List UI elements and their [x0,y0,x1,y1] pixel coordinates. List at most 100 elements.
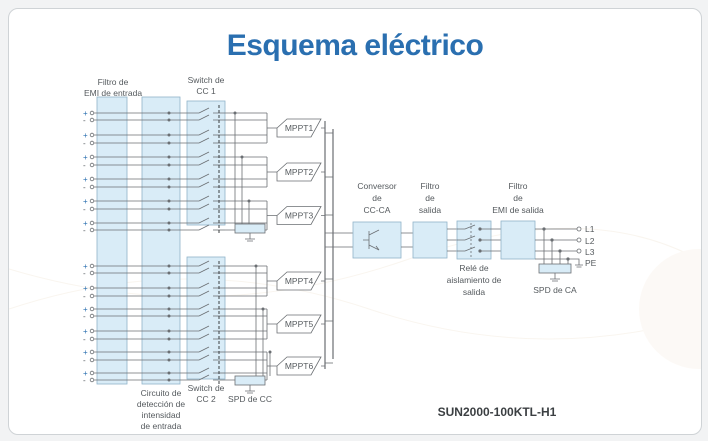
junction-dot [167,350,171,354]
switch-contact [198,260,210,267]
mppt-label: MPPT6 [285,361,314,371]
input-terminal [89,140,95,146]
relay-block [456,220,492,260]
diagram-frame: Esquema eléctrico +-+-+-+-+-+-+-+-+-+-+-… [8,8,702,435]
junction-dot [254,264,258,268]
junction-dot [167,118,171,122]
dc-ac-converter [333,221,402,259]
switch-contact [198,159,210,166]
switch-contact [198,224,210,231]
mppt-label: MPPT2 [285,167,314,177]
output-l2: L2 [585,236,595,246]
junction-dot [247,199,251,203]
switch-contact [198,114,210,121]
input-polarity-marker: - [83,183,86,192]
input-polarity-marker: + [83,153,88,162]
input-polarity-marker: - [83,161,86,170]
label-out-filter-3: salida [419,205,441,215]
input-polarity-marker: - [83,139,86,148]
input-polarity-marker: + [83,284,88,293]
mppt-input-bus [225,308,267,340]
junction-dot [167,264,171,268]
switch-contact [198,374,210,381]
input-terminal [89,206,95,212]
input-terminal [89,184,95,190]
junction-dot [167,329,171,333]
input-terminal [89,132,95,138]
label-inverter-3: CC-CA [364,205,391,215]
input-polarity-marker: + [83,327,88,336]
switch-contact [198,107,210,114]
input-polarity-marker: - [83,205,86,214]
label-out-filter-1: Filtro [421,181,440,191]
dc-collector-bus [324,121,334,369]
junction-dot [167,177,171,181]
emi-input-filter-block [96,96,128,385]
switch-contact [198,310,210,317]
mppt-block [276,206,322,225]
switch-contact [198,217,210,224]
switch-contact [198,303,210,310]
label-current-1: Circuito de [141,388,182,398]
mppt-label: MPPT3 [285,211,314,221]
relay-to-emi-wire [491,228,501,252]
mppt-input-bus [225,265,267,297]
junction-dot [167,199,171,203]
junction-dot [167,358,171,362]
input-polarity-marker: - [83,376,86,385]
label-dc-switch-2b: CC 2 [196,394,216,404]
input-terminal [89,227,95,233]
input-polarity-marker: + [83,175,88,184]
collector-output [325,232,333,248]
mppt-input-bus [225,200,267,231]
switch-contact [198,325,210,332]
output-l3: L3 [585,247,595,257]
page-title: Esquema eléctrico [226,29,484,62]
junction-dot [167,307,171,311]
junction-dot [167,378,171,382]
mppt-input-bus [225,156,267,188]
switch-contact [198,333,210,340]
switch-contact [198,346,210,353]
label-emi-out-1: Filtro [509,181,528,191]
model-name: SUN2000-100KTL-H1 [438,405,557,419]
output-lines [535,226,583,282]
label-dc-switch-1b: CC 1 [196,86,216,96]
label-out-filter-2: de [425,193,435,203]
electrical-schematic: +-+-+-+-+-+-+-+-+-+-+-+- MPPT1MPPT2MPPT3… [9,75,701,431]
mppt-block [276,118,322,138]
label-dc-switch-1a: Switch de [188,75,225,85]
input-polarity-marker: + [83,131,88,140]
input-polarity-marker: - [83,356,86,365]
mppt-label: MPPT4 [285,276,314,286]
switch-contact [198,282,210,289]
input-polarity-marker: + [83,305,88,314]
input-polarity-marker: - [83,269,86,278]
switch-contact [198,173,210,180]
input-polarity-marker: - [83,335,86,344]
mppt-block [276,314,322,334]
label-emi-input-1: Filtro de [98,77,129,87]
junction-dot [167,133,171,137]
junction-dot [167,221,171,225]
input-terminal [89,198,95,204]
mppt-input-bus [225,351,267,381]
mppt-block [276,356,322,376]
switch-contact [198,203,210,210]
input-rows: +-+-+-+-+-+-+-+-+-+-+-+- [83,105,225,385]
junction-dot [167,155,171,159]
emi-output-filter-block [500,220,536,260]
mppt-block [276,271,322,291]
label-dc-switch-2a: Switch de [188,383,225,393]
label-relay-3: salida [463,287,485,297]
output-pe: PE [585,258,597,268]
input-terminal [89,293,95,299]
input-terminal [89,328,95,334]
input-terminal [89,176,95,182]
label-relay-1: Relé de [459,263,489,273]
switch-contact [198,367,210,374]
input-polarity-marker: + [83,109,88,118]
mppt-input-bus [225,112,267,144]
junction-dot [167,228,171,232]
junction-dot [233,111,237,115]
